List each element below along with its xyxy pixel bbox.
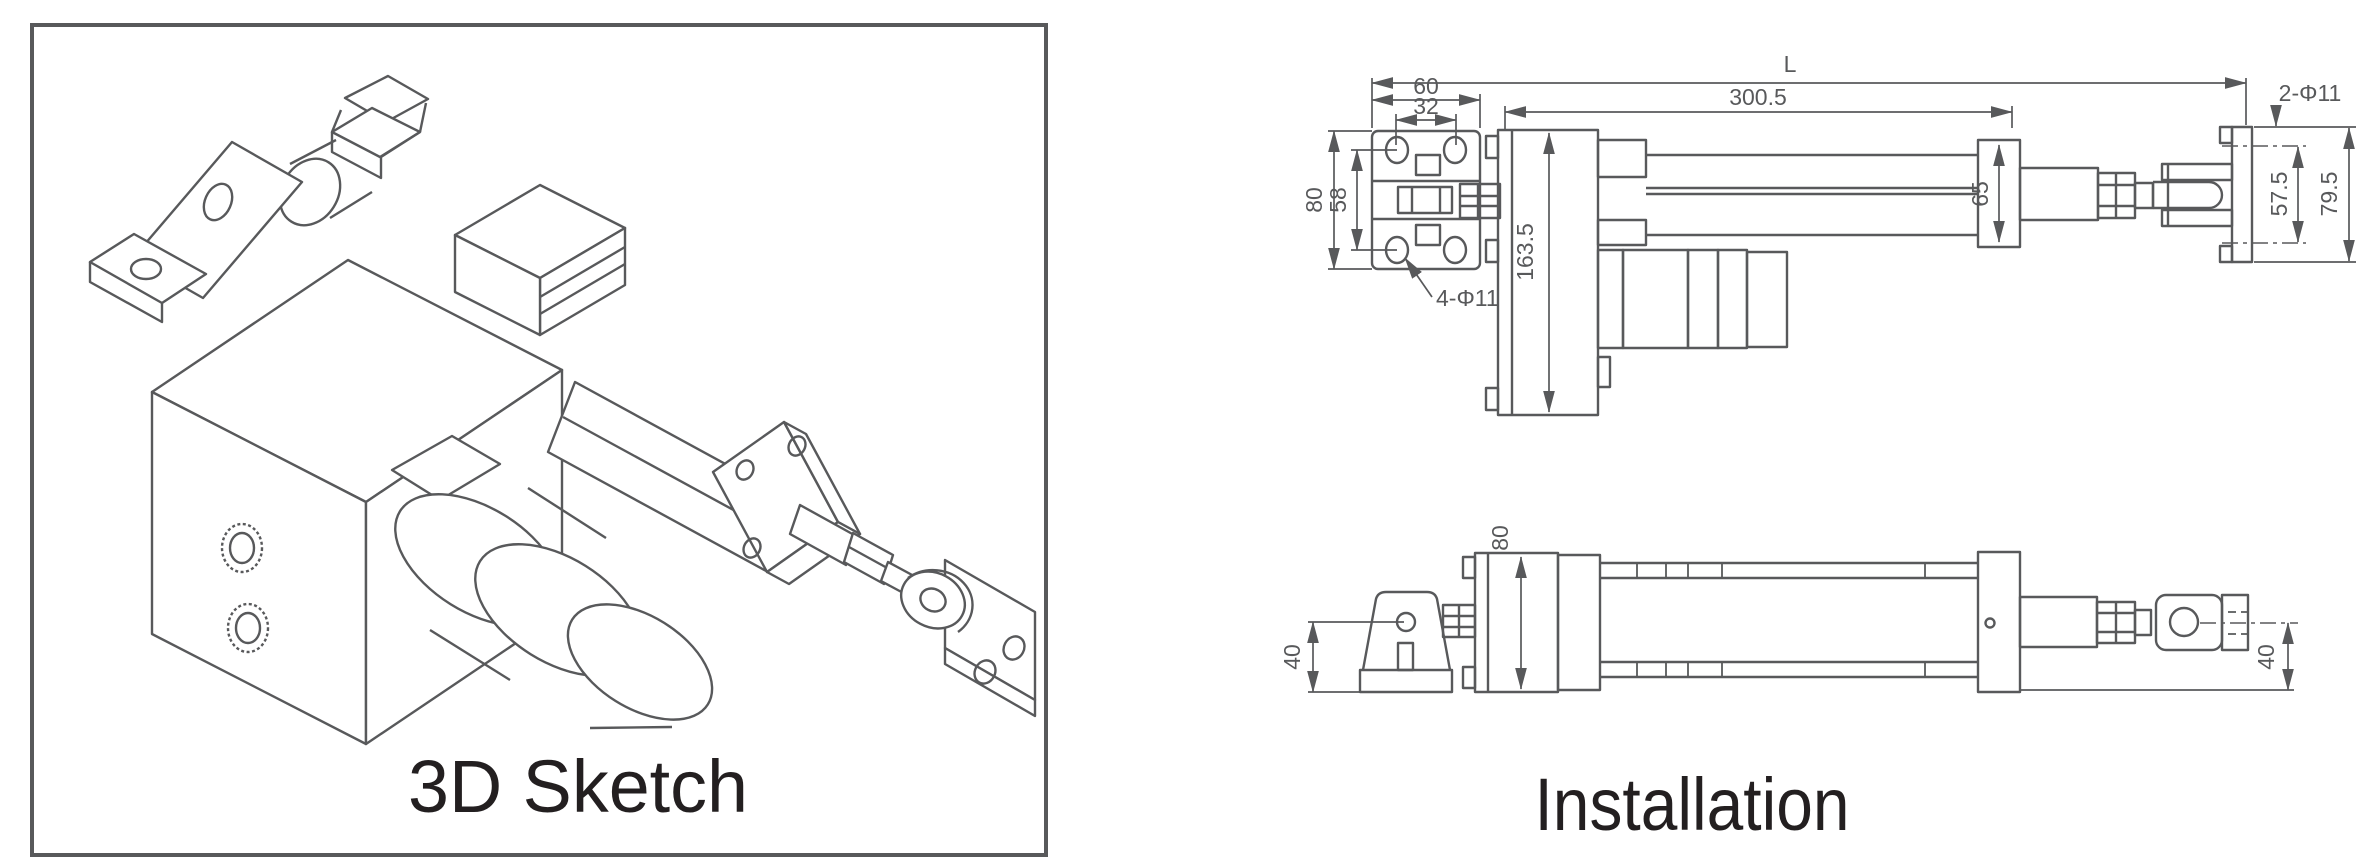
piston-rod-3d [788,503,858,567]
rear-nut-mid [330,106,422,159]
dim-front-holes: 2-Φ11 [2279,80,2342,106]
dim-housing-height: 163.5 [1512,223,1538,281]
dim-front-bracket-height: 79.5 [2316,172,2342,217]
sketch-panel: 3D Sketch [30,23,1048,857]
dim-body-length: 300.5 [1729,84,1787,110]
motor-top-view [1596,248,1789,350]
installation-panel: L 300.5 60 32 80 58 4-Φ11 163.5 [1279,51,2356,846]
installation-top-view [1370,125,2306,417]
dim-front-pivot-height: 40 [2253,644,2279,670]
installation-caption: Installation [1535,763,1850,846]
front-mount-plate [2230,125,2254,264]
dim-rear-hole-spacing-v: 58 [1325,187,1351,213]
dim-rear-pivot-height: 40 [1279,644,1305,670]
fork-arm-bottom [2160,208,2234,228]
head-block-side [453,233,542,337]
dim-rear-holes: 4-Φ11 [1436,285,1499,311]
pivot-hex [1458,182,1502,220]
rear-bracket-base [88,232,208,305]
motor-mount [390,434,502,502]
fork-arm-top [2160,162,2234,182]
installation-side-view [1358,550,2298,694]
top-view-dimensions: L 300.5 60 32 80 58 4-Φ11 163.5 [1301,51,2356,413]
dim-rear-hole-spacing-h: 32 [1413,93,1439,119]
rod-eye [2153,180,2224,210]
rear-plate [1370,129,1482,271]
sketch-caption: 3D Sketch [408,745,748,828]
knurled-screw [220,522,264,574]
rod-eye-3d [900,570,966,630]
dim-front-flange-height: 65 [1967,181,1993,207]
dim-rear-bracket-height: 80 [1301,187,1327,213]
dim-rear-bracket-width: 60 [1413,73,1439,99]
sketch-frame [30,23,1048,857]
rear-trunnion-base [1358,668,1454,694]
piston-rod [2018,166,2100,222]
dim-front-hole-spacing: 57.5 [2266,172,2292,217]
dim-overall-length: L [1784,51,1797,77]
motor-end-cap [566,603,714,721]
sketch-drawing-3d-actuator [88,74,1037,746]
dim-housing-width: 80 [1487,525,1513,551]
side-view-dimensions: 80 40 40 [1279,525,2294,693]
rear-trunnion-body [1361,590,1452,671]
front-flange-side [1976,550,2022,694]
knurled-screw [226,602,270,654]
